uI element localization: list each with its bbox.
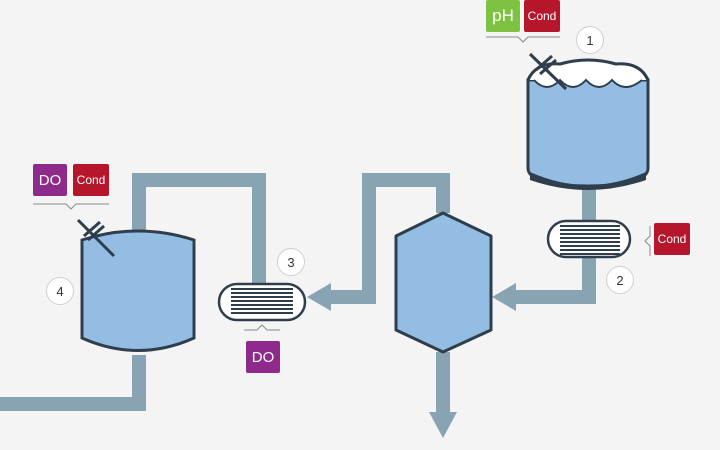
step-number-4: 4 [46,277,74,305]
ph-sensor-badge: pH [486,0,520,32]
pipe-reactor-to-hx3 [330,173,450,304]
tank-1-base [530,172,646,190]
sensor-probe-tank-1 [528,52,568,91]
step-number-2: 2 [606,266,634,294]
do-sensor-badge-hx-3: DO [246,341,280,373]
cond-sensor-badge-tank-1: Cond [524,0,560,32]
step-number-1: 1 [576,26,604,54]
reactor-vessel [394,211,493,354]
callout-brackets [33,36,651,331]
tank-1 [526,58,650,190]
arrow-outlet-down [429,412,457,438]
step-number-3: 3 [277,248,305,276]
cond-sensor-badge-hx-2: Cond [654,223,690,255]
heat-exchanger-2 [546,219,632,259]
pipe-tank4-to-hx3 [132,173,266,285]
tank-1-waves [533,78,643,88]
arrow-into-reactor [492,283,516,311]
heat-exchanger-2-tubes [560,225,620,255]
do-sensor-badge-tank-4: DO [33,164,67,196]
sensor-probe-tank-4 [76,218,116,258]
arrows [307,283,516,438]
tank-1-body [526,78,650,188]
pipe-outlet-left [0,355,146,411]
heat-exchanger-3-tubes [231,288,293,314]
callout-bracket-hx-2 [644,226,651,256]
arrow-into-hx3 [307,283,331,311]
heat-exchanger-3 [217,282,307,322]
callout-bracket-tank-1 [486,36,560,43]
cond-sensor-badge-tank-4: Cond [73,164,109,196]
tank-4 [80,229,196,352]
callout-bracket-hx-3 [244,324,280,331]
callout-bracket-tank-4 [33,203,109,210]
